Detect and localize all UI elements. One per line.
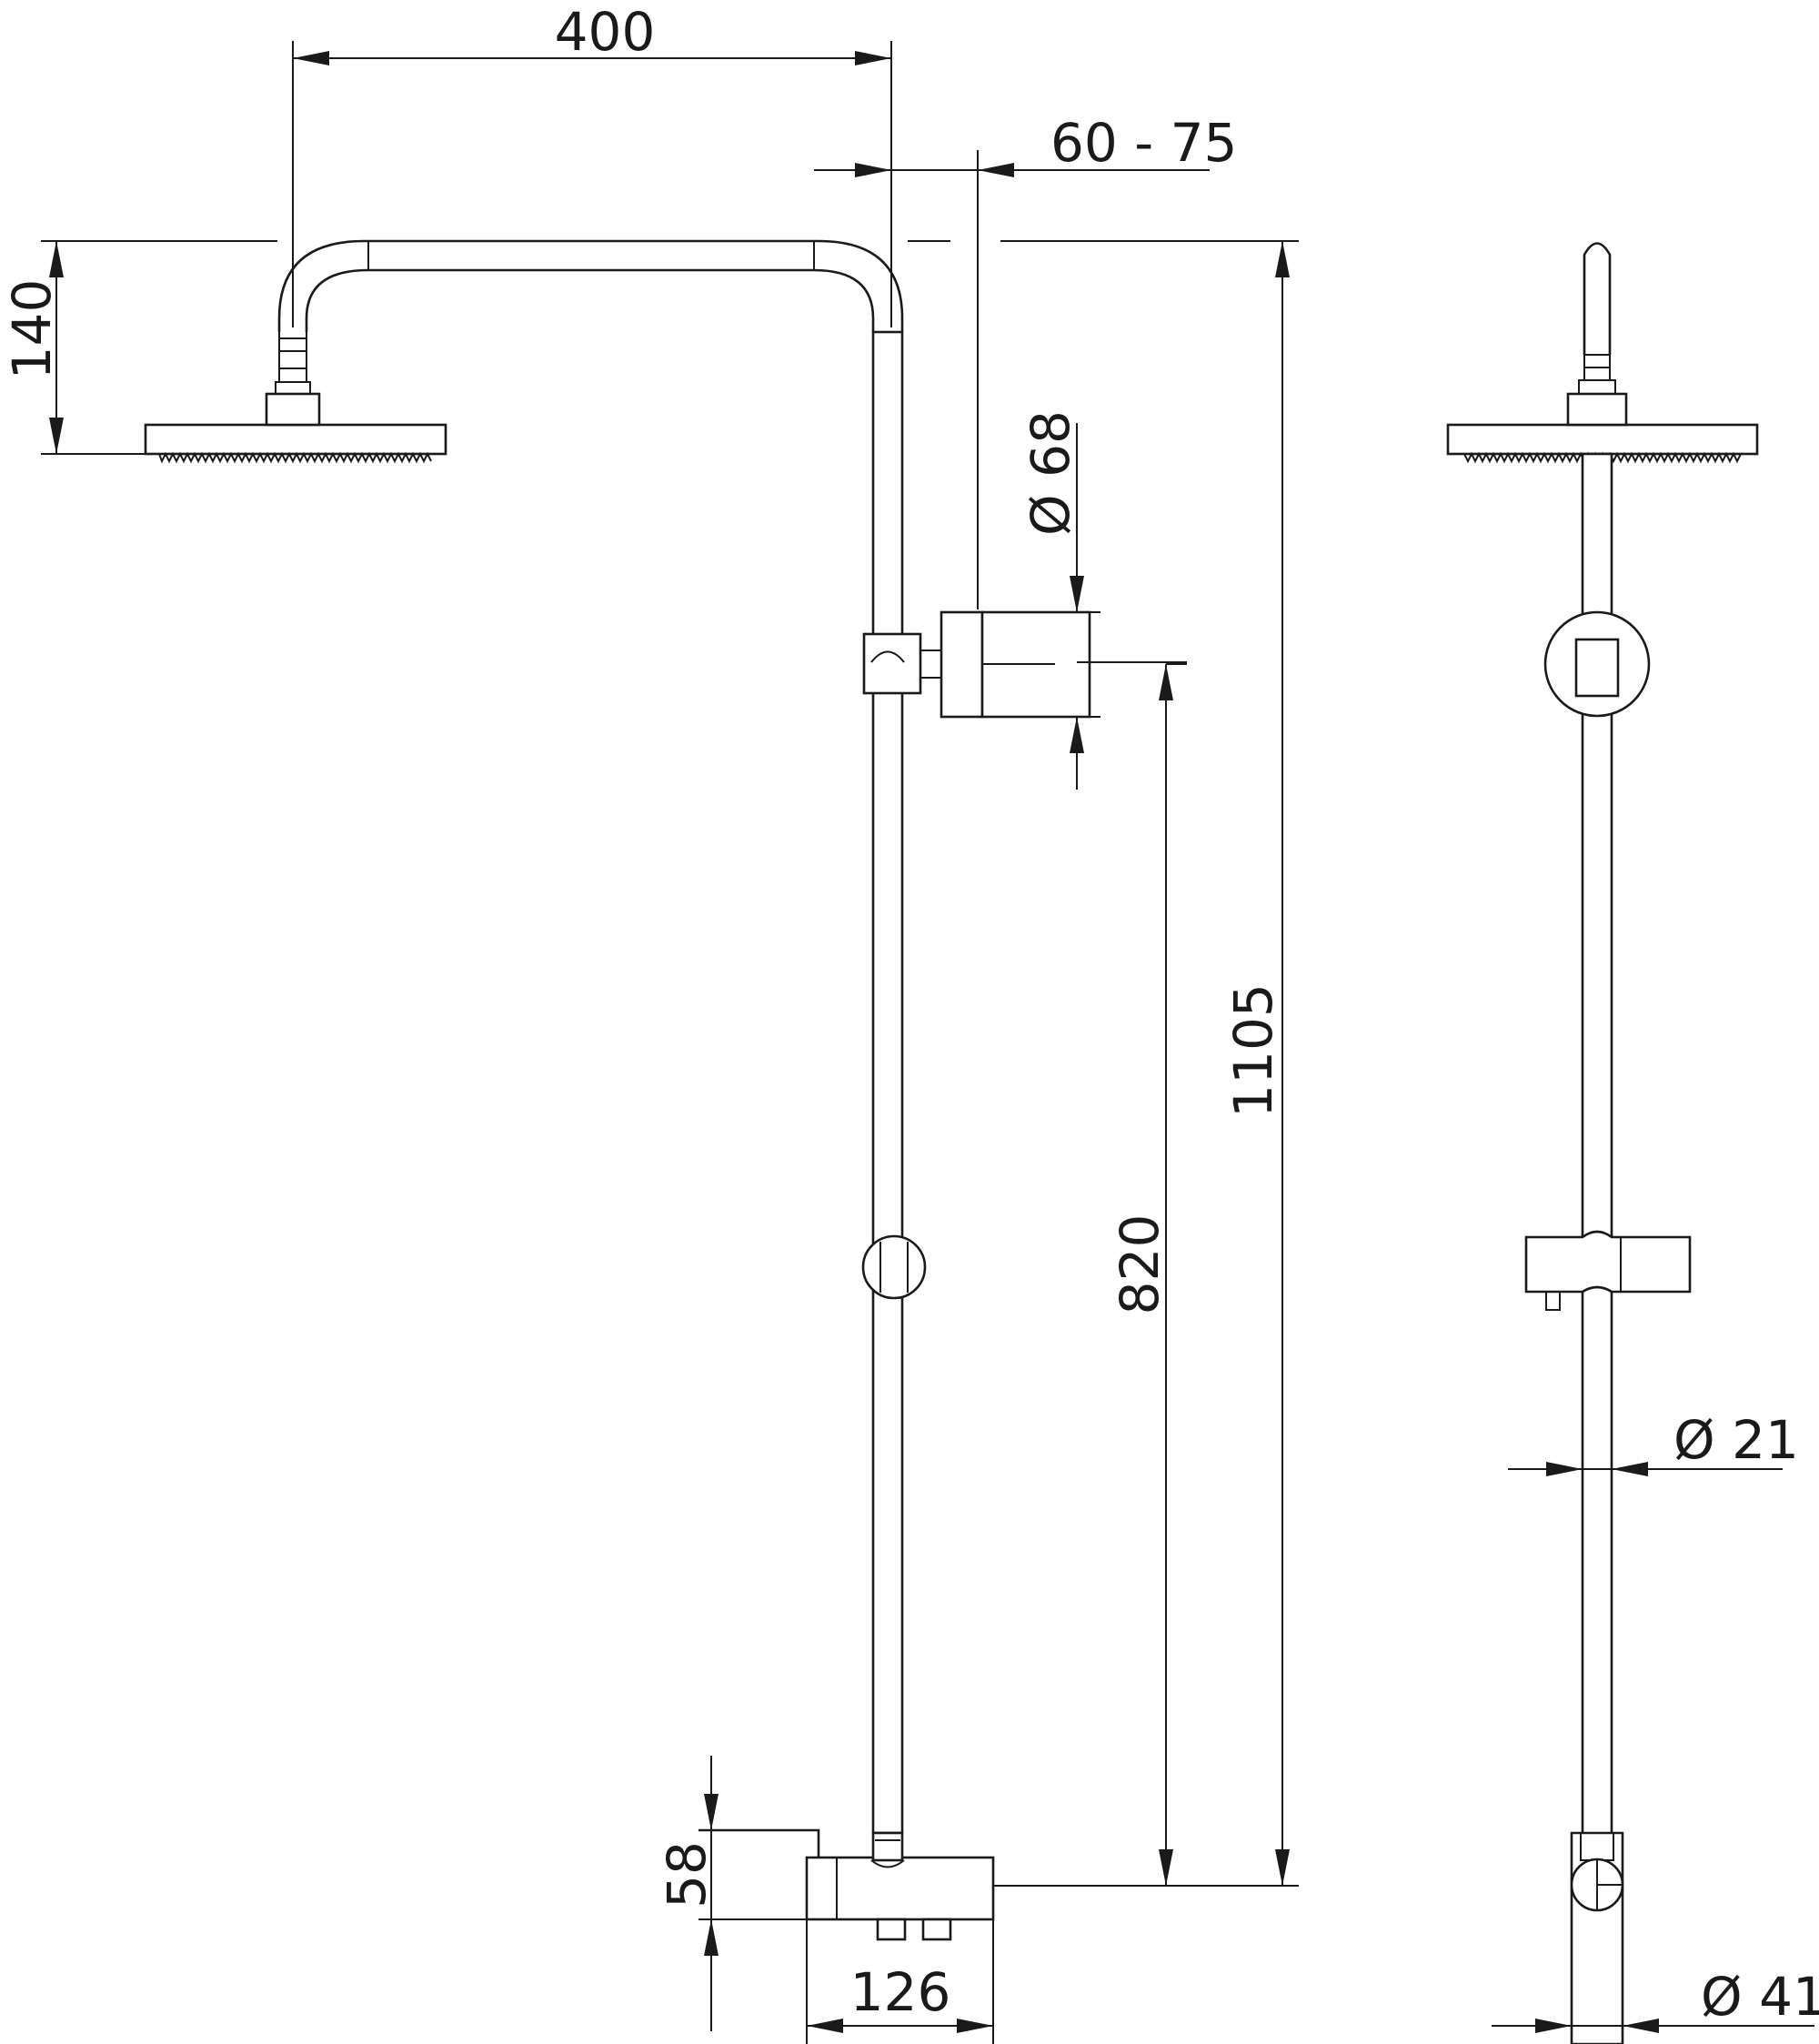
- dimension-mixer-width: 126: [807, 1961, 993, 2033]
- dimension-wall-mount-diameter: Ø 68: [1020, 410, 1187, 790]
- side-shower-head: [1446, 242, 1759, 464]
- dimension-label-head-drop: 140: [1, 279, 63, 380]
- slider-knob: [861, 1234, 927, 1300]
- side-wall-mount: [1543, 610, 1651, 718]
- dimension-mixer-diameter: Ø 41: [1492, 1966, 1819, 2033]
- mixer-body: [698, 1828, 995, 2044]
- dimension-label-mixer-height: 58: [656, 1841, 718, 1908]
- dimension-mount-height: 820: [1109, 663, 1187, 1886]
- side-mixer: [1570, 1831, 1624, 2044]
- dimension-wall-distance: 60 - 75: [814, 112, 1237, 609]
- wall-mount-bracket: [862, 610, 1091, 719]
- side-slider: [1524, 1230, 1692, 1311]
- rain-shower-head: [144, 332, 447, 464]
- shower-arm: [277, 239, 904, 333]
- front-view: [144, 239, 1091, 2044]
- dimension-arm-reach: 400: [292, 1, 892, 327]
- dimension-head-drop: 140: [1, 241, 146, 455]
- dimension-label-mixer-width: 126: [850, 1961, 951, 2023]
- dimension-mixer-height: 58: [656, 1756, 807, 2031]
- dimension-label-mixer-diameter: Ø 41: [1701, 1966, 1819, 2028]
- dimension-label-wall-mount-diameter: Ø 68: [1020, 410, 1081, 536]
- dimension-total-height: 1105: [993, 241, 1299, 1887]
- dimension-label-rail-diameter: Ø 21: [1673, 1409, 1799, 1471]
- riser-rail: [871, 330, 904, 1835]
- dimension-rail-diameter: Ø 21: [1508, 1409, 1799, 1476]
- dimension-label-mount-height: 820: [1109, 1214, 1171, 1315]
- side-view: [1446, 242, 1759, 2044]
- dimension-label-arm-reach: 400: [555, 1, 656, 63]
- dimension-label-total-height: 1105: [1222, 983, 1284, 1118]
- dimension-label-wall-distance: 60 - 75: [1050, 112, 1237, 174]
